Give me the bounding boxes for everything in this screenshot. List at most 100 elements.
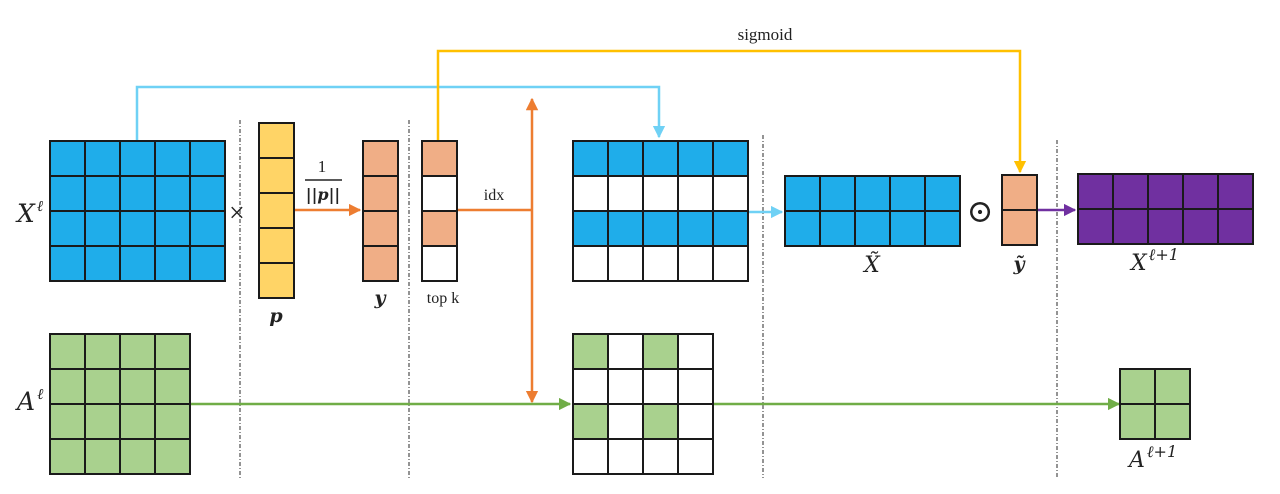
label-p: p (269, 305, 283, 327)
matrix-cell (362, 175, 399, 212)
matrix-a-input (49, 333, 191, 475)
multiply-symbol: × (229, 198, 245, 229)
matrix-cell (924, 210, 961, 247)
matrix-cell (84, 140, 121, 177)
matrix-cell (572, 333, 609, 370)
hadamard-symbol: ⊙ (967, 193, 994, 229)
matrix-x-output (1077, 173, 1254, 245)
label-y-tilde: ỹ (1012, 253, 1026, 275)
matrix-cell (119, 210, 156, 247)
matrix-cell (1147, 173, 1184, 210)
matrix-cell (819, 210, 856, 247)
matrix-x-input (49, 140, 226, 282)
matrix-cell (642, 333, 679, 370)
matrix-cell (854, 175, 891, 212)
matrix-cell (677, 438, 714, 475)
matrix-cell (1119, 368, 1156, 405)
matrix-cell (84, 175, 121, 212)
matrix-cell (572, 368, 609, 405)
matrix-cell (712, 210, 749, 247)
matrix-cell (1001, 209, 1038, 246)
matrix-cell (154, 140, 191, 177)
matrix-cell (642, 403, 679, 440)
vector-p (258, 122, 295, 299)
matrix-cell (924, 175, 961, 212)
matrix-cell (49, 245, 86, 282)
matrix-cell (642, 140, 679, 177)
matrix-cell (421, 140, 458, 177)
matrix-cell (642, 368, 679, 405)
matrix-cell (677, 368, 714, 405)
matrix-cell (49, 438, 86, 475)
matrix-cell (362, 140, 399, 177)
matrix-cell (607, 368, 644, 405)
matrix-cell (607, 175, 644, 212)
matrix-cell (677, 403, 714, 440)
matrix-cell (84, 403, 121, 440)
label-y: y (373, 287, 387, 309)
matrix-cell (642, 438, 679, 475)
matrix-cell (258, 192, 295, 229)
matrix-cell (84, 438, 121, 475)
matrix-cell (784, 210, 821, 247)
matrix-cell (119, 368, 156, 405)
arrow-sigmoid (436, 49, 1027, 174)
matrix-cell (1112, 208, 1149, 245)
matrix-cell (712, 245, 749, 282)
matrix-cell (49, 368, 86, 405)
matrix-cell (607, 140, 644, 177)
matrix-cell (1154, 368, 1191, 405)
matrix-cell (154, 175, 191, 212)
matrix-cell (572, 175, 609, 212)
matrix-cell (607, 245, 644, 282)
matrix-cell (119, 403, 156, 440)
matrix-cell (607, 438, 644, 475)
matrix-cell (421, 210, 458, 247)
matrix-cell (189, 175, 226, 212)
matrix-cell (1077, 173, 1114, 210)
vector-y (362, 140, 399, 282)
matrix-cell (154, 245, 191, 282)
matrix-cell (154, 403, 191, 440)
vector-topk (421, 140, 458, 282)
label-fraction-numerator: 1 (318, 157, 327, 176)
matrix-cell (1217, 208, 1254, 245)
matrix-cell (1112, 173, 1149, 210)
matrix-cell (362, 210, 399, 247)
matrix-cell (607, 210, 644, 247)
matrix-a-output (1119, 368, 1191, 440)
matrix-cell (119, 438, 156, 475)
matrix-cell (258, 157, 295, 194)
matrix-cell (258, 227, 295, 264)
matrix-cell (1077, 208, 1114, 245)
matrix-cell (1001, 174, 1038, 211)
matrix-cell (189, 140, 226, 177)
matrix-cell (677, 245, 714, 282)
matrix-cell (889, 175, 926, 212)
matrix-cell (677, 175, 714, 212)
matrix-cell (642, 210, 679, 247)
matrix-cell (154, 438, 191, 475)
matrix-cell (1147, 208, 1184, 245)
matrix-cell (119, 175, 156, 212)
matrix-cell (84, 333, 121, 370)
matrix-cell (712, 140, 749, 177)
arrow-x-to-selection (135, 85, 666, 141)
matrix-cell (607, 403, 644, 440)
matrix-a-selected (572, 333, 714, 475)
label-idx: idx (484, 187, 504, 204)
matrix-cell (572, 210, 609, 247)
matrix-cell (1182, 208, 1219, 245)
matrix-cell (49, 210, 86, 247)
matrix-cell (258, 262, 295, 299)
matrix-cell (119, 333, 156, 370)
matrix-cell (119, 140, 156, 177)
matrix-cell (189, 245, 226, 282)
matrix-cell (854, 210, 891, 247)
matrix-cell (154, 333, 191, 370)
matrix-cell (889, 210, 926, 247)
